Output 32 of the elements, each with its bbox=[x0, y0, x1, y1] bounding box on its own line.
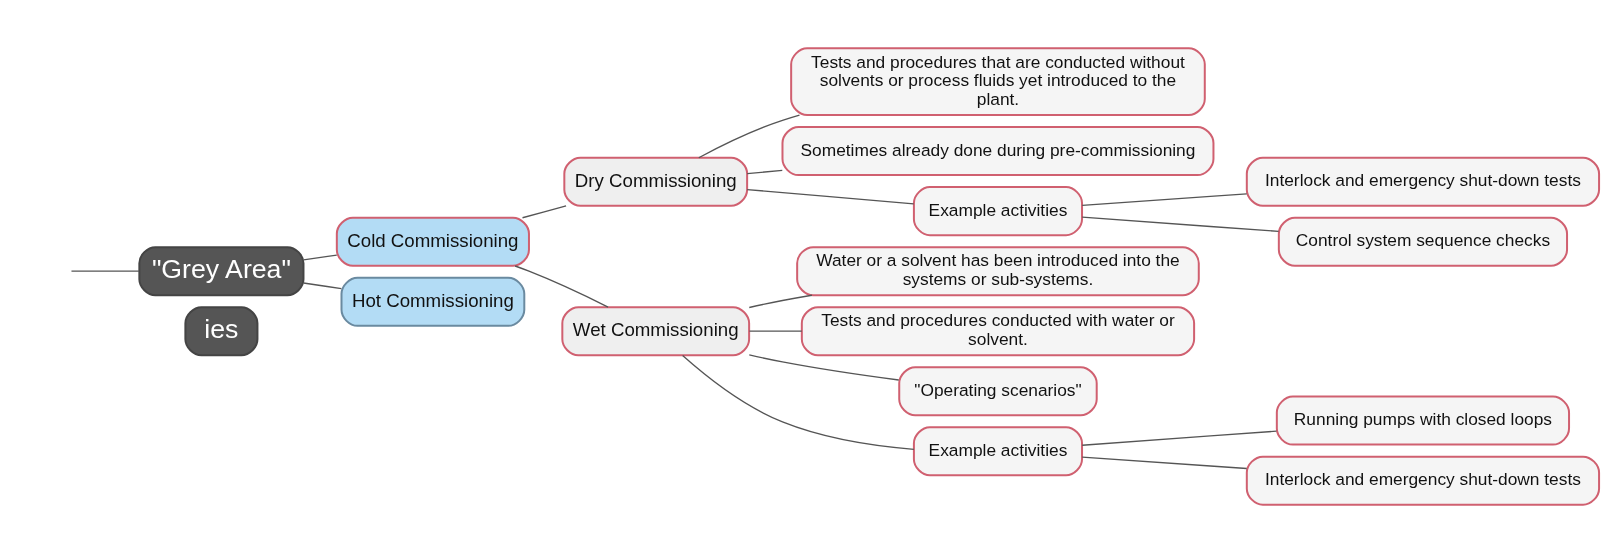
connector bbox=[1081, 193, 1248, 207]
node-box: Water or a solvent has been introduced into the systems or sub-systems. bbox=[796, 246, 1200, 297]
node-box: "Operating scenarios" bbox=[898, 366, 1098, 417]
connector bbox=[302, 282, 342, 290]
connector bbox=[746, 169, 783, 175]
connector bbox=[746, 188, 915, 205]
node-box: Tests and procedures conducted with water or solvent. bbox=[800, 306, 1196, 357]
node-box: Running pumps with closed loops bbox=[1275, 395, 1571, 446]
node-box: Dry Commissioning bbox=[563, 156, 749, 207]
node-box: "Grey Area" bbox=[138, 246, 305, 297]
connector bbox=[302, 254, 338, 261]
connector bbox=[1081, 456, 1248, 470]
node-box: Interlock and emergency shut-down tests bbox=[1245, 455, 1601, 506]
connector bbox=[681, 354, 915, 450]
connector bbox=[70, 270, 140, 272]
node-box: ies bbox=[184, 306, 259, 357]
connector bbox=[1081, 216, 1280, 233]
node-box: Wet Commissioning bbox=[561, 306, 751, 357]
connector bbox=[521, 205, 567, 219]
connector bbox=[1081, 430, 1278, 446]
node-box: Hot Commissioning bbox=[340, 276, 526, 327]
node-box: Tests and procedures that are conducted without solvents or process fluids yet introduced to the plant. bbox=[790, 47, 1206, 117]
node-box: Cold Commissioning bbox=[335, 216, 530, 267]
connector bbox=[514, 265, 609, 308]
node-box: Example activities bbox=[912, 186, 1084, 237]
connector bbox=[698, 114, 801, 159]
connector bbox=[748, 354, 900, 381]
node-box: Example activities bbox=[912, 426, 1084, 477]
node-box: Interlock and emergency shut-down tests bbox=[1245, 156, 1601, 207]
node-box: Sometimes already done during pre-commissioning bbox=[781, 126, 1215, 177]
connector bbox=[748, 330, 803, 332]
node-box: Control system sequence checks bbox=[1277, 216, 1569, 267]
